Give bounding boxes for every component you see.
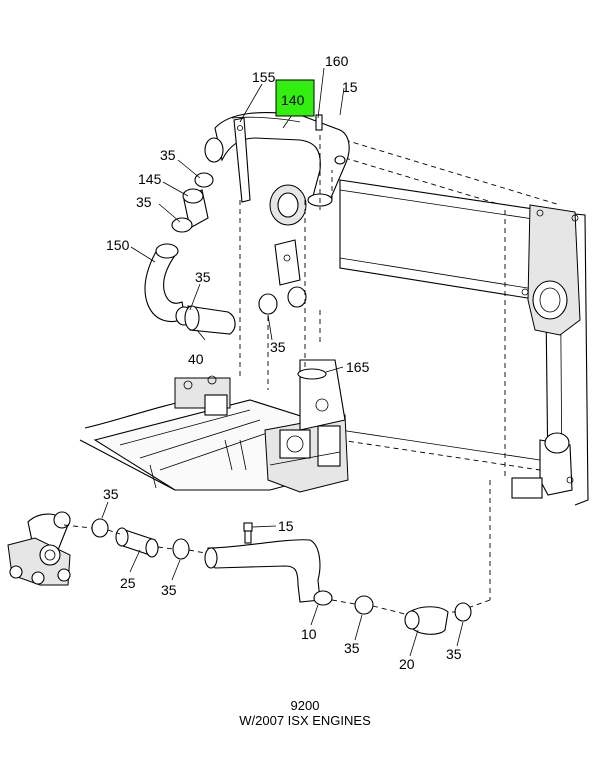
callout-35-g: 35 bbox=[344, 640, 360, 656]
callout-150: 150 bbox=[106, 237, 130, 253]
engine-block bbox=[79, 359, 349, 493]
caption-code: 9200 bbox=[291, 698, 320, 713]
callout-25: 25 bbox=[120, 575, 136, 591]
callout-35-h: 35 bbox=[446, 646, 462, 662]
leader-lines bbox=[101, 67, 464, 657]
callout-10: 10 bbox=[301, 626, 317, 642]
caption-title: W/2007 ISX ENGINES bbox=[239, 713, 371, 728]
callout-155: 155 bbox=[252, 69, 276, 85]
callout-35-f: 35 bbox=[161, 582, 177, 598]
callout-15-top: 15 bbox=[342, 79, 358, 95]
radiator-assembly bbox=[339, 139, 589, 611]
callout-35-b: 35 bbox=[136, 194, 152, 210]
thermostat-housing bbox=[7, 511, 71, 586]
charge-air-pipe-140 bbox=[204, 112, 350, 226]
diagram-caption: 9200 W/2007 ISX ENGINES bbox=[239, 698, 371, 728]
callout-40: 40 bbox=[188, 351, 204, 367]
callout-35-a: 35 bbox=[160, 147, 176, 163]
callout-160: 160 bbox=[325, 53, 349, 69]
callout-20: 20 bbox=[399, 656, 415, 672]
upper-locator-lines bbox=[239, 135, 333, 390]
callout-165: 165 bbox=[346, 359, 370, 375]
callout-140: 140 bbox=[281, 92, 305, 108]
callout-35-e: 35 bbox=[103, 486, 119, 502]
coolant-hoses bbox=[63, 518, 472, 635]
cold-side-hoses bbox=[144, 172, 307, 335]
callout-labels: 155 140 160 15 35 145 35 150 35 40 35 16… bbox=[103, 53, 462, 672]
callout-145: 145 bbox=[138, 171, 162, 187]
callout-35-d: 35 bbox=[270, 339, 286, 355]
callout-15-mid: 15 bbox=[278, 518, 294, 534]
highlight-box-140 bbox=[275, 79, 315, 117]
callout-35-c: 35 bbox=[195, 269, 211, 285]
